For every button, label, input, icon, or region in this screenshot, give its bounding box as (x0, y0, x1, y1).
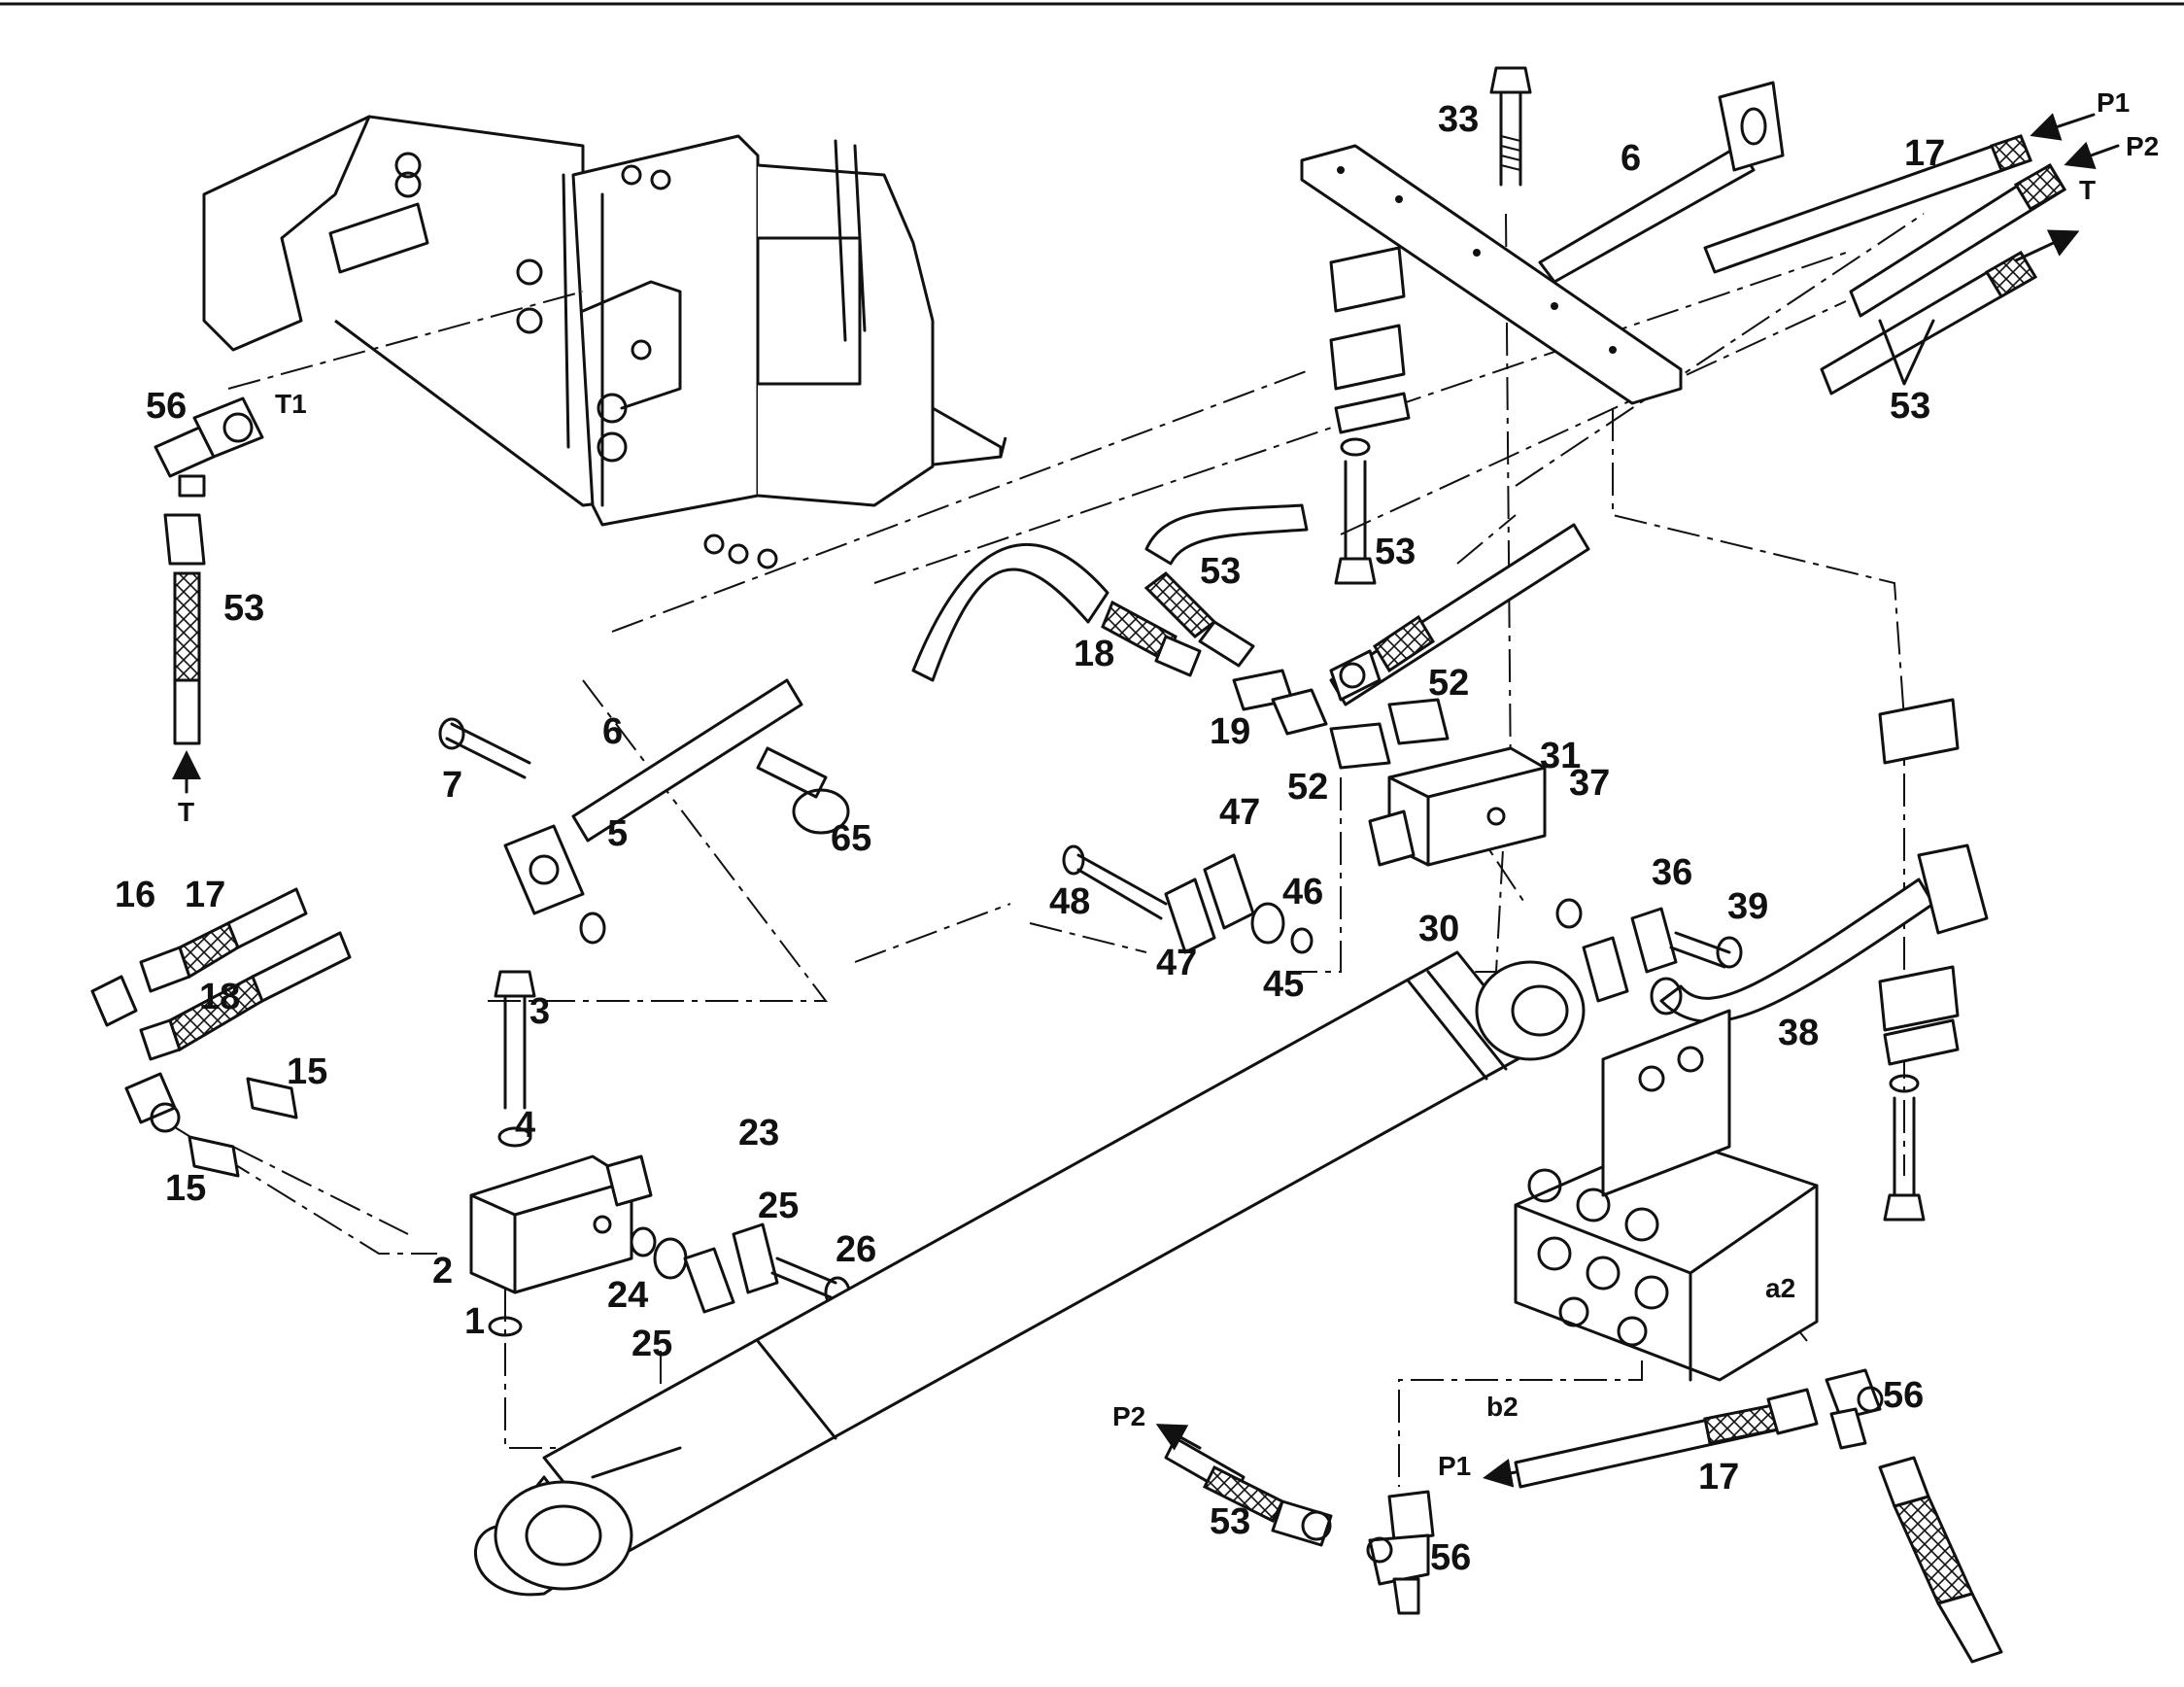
label-53: 53 (1200, 551, 1241, 592)
label-24: 24 (607, 1275, 648, 1316)
arrow-icon (2014, 229, 2080, 262)
label-port: P2 (2126, 131, 2159, 161)
label-39: 39 (1727, 886, 1768, 927)
label-6: 6 (1621, 138, 1641, 179)
label-31: 31 (1540, 736, 1581, 776)
label-25: 25 (631, 1324, 672, 1364)
label-36: 36 (1652, 852, 1692, 893)
label-38: 38 (1778, 1013, 1819, 1053)
arrow-icon (1483, 1459, 1518, 1488)
label-18: 18 (199, 977, 240, 1017)
label-53: 53 (1375, 532, 1416, 572)
label-17: 17 (1698, 1457, 1739, 1498)
label-15: 15 (165, 1168, 206, 1209)
arrow-icon (2064, 141, 2120, 169)
label-1: 1 (464, 1301, 485, 1342)
label-37: 37 (1569, 763, 1610, 804)
tube-6-top (1538, 81, 1785, 284)
upper-valve-block-31 (1232, 669, 1547, 867)
label-port: a2 (1765, 1273, 1795, 1303)
label-port: T (2079, 175, 2096, 205)
cylinder-mount-parts (1555, 844, 1989, 1023)
label-47: 47 (1156, 943, 1197, 983)
label-port: T (178, 797, 194, 827)
label-52: 52 (1287, 767, 1328, 808)
label-23: 23 (738, 1113, 779, 1153)
label-53: 53 (1210, 1501, 1250, 1542)
label-port: P2 (1112, 1401, 1145, 1431)
label-4: 4 (515, 1105, 535, 1146)
bottom-fittings (1164, 1368, 2003, 1664)
label-45: 45 (1263, 964, 1304, 1005)
upper-mount-plate (1300, 144, 1683, 585)
chassis-frame (202, 115, 1007, 569)
flange-parts-47 (1062, 844, 1314, 954)
right-clamp-blocks (1878, 698, 1960, 1222)
mid-hoses (911, 503, 1590, 706)
hose-clamp-65 (756, 746, 850, 835)
label-47: 47 (1219, 792, 1260, 833)
label-53: 53 (223, 588, 264, 629)
left-return-hose (154, 396, 264, 794)
label-6: 6 (602, 711, 623, 752)
label-53: 53 (1890, 386, 1930, 427)
label-port: P1 (2097, 87, 2130, 118)
label-56: 56 (146, 386, 187, 427)
label-56: 56 (1883, 1375, 1924, 1416)
label-65: 65 (831, 818, 871, 859)
label-5: 5 (607, 813, 628, 854)
label-52: 52 (1428, 663, 1469, 704)
label-48: 48 (1049, 881, 1090, 922)
label-18: 18 (1074, 634, 1114, 674)
hoses-top-right (1703, 134, 2067, 396)
port-arrows-bottom (1155, 1424, 1518, 1488)
bolt-33 (1489, 66, 1532, 187)
label-25: 25 (758, 1186, 799, 1226)
lower-valve-block-2 (469, 970, 653, 1337)
arrow-icon (1155, 1424, 1202, 1451)
label-33: 33 (1438, 99, 1479, 140)
hydraulic-cylinder (473, 950, 1586, 1597)
label-30: 30 (1418, 909, 1459, 949)
tube-6-left (438, 678, 803, 945)
label-7: 7 (442, 765, 462, 806)
label-19: 19 (1210, 711, 1250, 752)
label-2: 2 (432, 1251, 453, 1291)
label-26: 26 (836, 1229, 876, 1270)
part-labels: 56 T1 53 T 33 6 P1 P2 17 T 53 53 53 18 5… (115, 87, 2159, 1578)
label-46: 46 (1282, 872, 1323, 912)
control-valve-bank (1514, 1009, 1819, 1382)
label-3: 3 (529, 991, 550, 1032)
left-hoses (90, 887, 352, 1178)
arrow-icon (2030, 113, 2096, 141)
flange-parts-25 (630, 1222, 851, 1314)
label-port: P1 (1438, 1451, 1471, 1481)
label-16: 16 (115, 875, 155, 915)
label-port: T1 (275, 389, 307, 419)
label-17: 17 (185, 875, 225, 915)
label-15: 15 (287, 1051, 327, 1092)
label-56: 56 (1430, 1537, 1471, 1578)
label-17: 17 (1904, 133, 1945, 174)
port-arrows-top (1878, 113, 2120, 386)
label-port: b2 (1486, 1392, 1519, 1422)
